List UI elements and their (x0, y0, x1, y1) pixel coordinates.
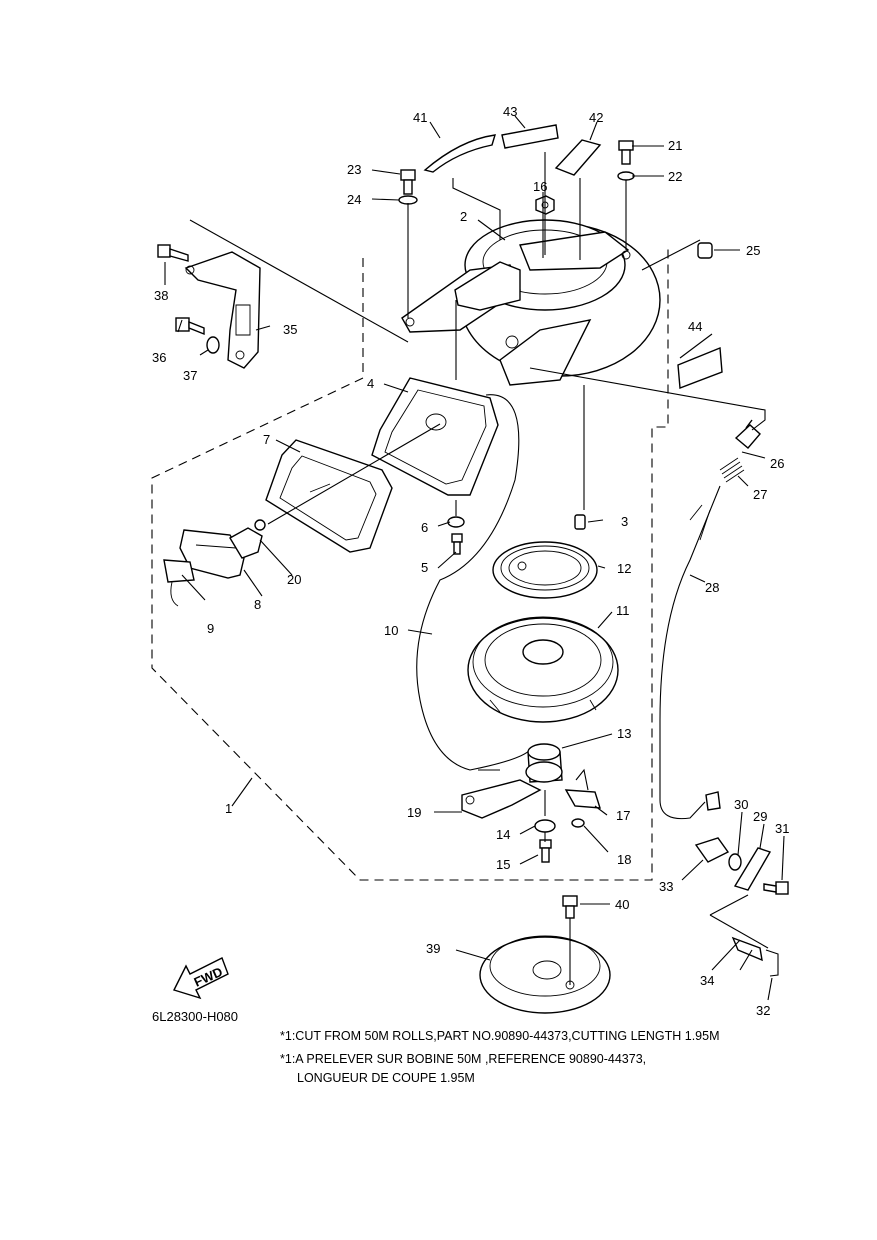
link-34 (731, 936, 763, 962)
bracket-33 (694, 791, 730, 863)
part-label: 42 (589, 110, 603, 125)
starter-rope-10 (267, 394, 531, 771)
part-label: 3 (621, 514, 628, 529)
collar-25 (697, 242, 713, 259)
bolt-5 (451, 533, 463, 555)
part-label: 35 (283, 322, 297, 337)
bracket-35 (184, 251, 261, 369)
part-label: 33 (659, 879, 673, 894)
part-label: 14 (496, 827, 510, 842)
rope-end-20 (229, 519, 266, 559)
part-label: 23 (347, 162, 361, 177)
part-label: 18 (617, 852, 631, 867)
part-label: 37 (183, 368, 197, 383)
collar-30 (728, 853, 742, 871)
note-french-line2: LONGUEUR DE COUPE 1.95M (297, 1071, 475, 1085)
part-label: 16 (533, 179, 547, 194)
part-label: 40 (615, 897, 629, 912)
note-english: *1:CUT FROM 50M ROLLS,PART NO.90890-4437… (280, 1029, 720, 1043)
part-label: 27 (753, 487, 767, 502)
spring-27 (719, 457, 745, 483)
diagram-code: 6L28300-H080 (152, 1009, 239, 1024)
part-label: 24 (347, 192, 361, 207)
fwd-label: FWD (192, 964, 225, 990)
washer-24 (398, 195, 418, 205)
part-label: 9 (207, 621, 214, 636)
part-label: 21 (668, 138, 682, 153)
part-label: 38 (154, 288, 168, 303)
bolt-23 (400, 169, 416, 195)
part-label: 34 (700, 973, 714, 988)
part-label: 32 (756, 1003, 770, 1018)
part-label: 8 (254, 597, 261, 612)
part-label: 44 (688, 319, 702, 334)
washer-6 (447, 516, 465, 528)
part-label: 11 (616, 603, 630, 618)
base-plate-39 (479, 935, 611, 1014)
pin-3 (574, 514, 586, 530)
decal-41 (423, 134, 496, 173)
part-label: 25 (746, 243, 760, 258)
part-label: 13 (617, 726, 631, 741)
bolt-40 (562, 895, 578, 919)
shaft-13 (525, 743, 563, 783)
starter-housing (401, 219, 661, 386)
part-labels: 41 43 42 21 22 23 24 16 2 25 38 35 44 36… (152, 104, 789, 1018)
part-label: 1 (225, 801, 232, 816)
fwd-arrow-icon: FWD (173, 957, 229, 1000)
spring-12 (492, 541, 598, 599)
part-label: 6 (421, 520, 428, 535)
washer-14 (534, 819, 556, 833)
note-french-line1: *1:A PRELEVER SUR BOBINE 50M ,REFERENCE … (280, 1052, 647, 1066)
part-label: 17 (616, 808, 630, 823)
part-label: 29 (753, 809, 767, 824)
cable-end-26 (734, 419, 761, 449)
washer-37 (206, 336, 220, 354)
grip-7 (265, 439, 393, 553)
part-label: 43 (503, 104, 517, 119)
bolt-21 (618, 140, 634, 165)
part-label: 10 (384, 623, 398, 638)
part-label: 41 (413, 110, 427, 125)
part-label: 26 (770, 456, 784, 471)
assembly-outline (151, 245, 669, 881)
grip-cover-4 (371, 377, 499, 496)
decal-44 (677, 346, 723, 389)
part-label: 2 (460, 209, 467, 224)
leader-lines (164, 115, 785, 1001)
bolt-15 (539, 839, 552, 863)
part-label: 36 (152, 350, 166, 365)
part-label: 30 (734, 797, 748, 812)
part-label: 5 (421, 560, 428, 575)
clip-9 (163, 559, 195, 607)
decal-42 (554, 139, 602, 176)
pawl-17 (564, 789, 601, 809)
part-label: 7 (263, 432, 270, 447)
pulley-11 (467, 616, 619, 723)
part-label: 4 (367, 376, 374, 391)
part-label: 31 (775, 821, 789, 836)
decal-43 (501, 124, 559, 149)
lever-29 (733, 847, 772, 891)
part-label: 28 (705, 580, 719, 595)
pin-32 (765, 949, 779, 977)
cable-28 (659, 485, 721, 820)
part-label: 22 (668, 169, 682, 184)
part-label: 19 (407, 805, 421, 820)
bolt-31 (763, 881, 789, 895)
part-label: 15 (496, 857, 510, 872)
part-label: 12 (617, 561, 631, 576)
bolt-38 (157, 244, 189, 262)
part-label: 20 (287, 572, 301, 587)
plate-19 (461, 779, 542, 819)
washer-22 (617, 171, 635, 181)
clip-18 (571, 818, 585, 828)
part-label: 39 (426, 941, 440, 956)
